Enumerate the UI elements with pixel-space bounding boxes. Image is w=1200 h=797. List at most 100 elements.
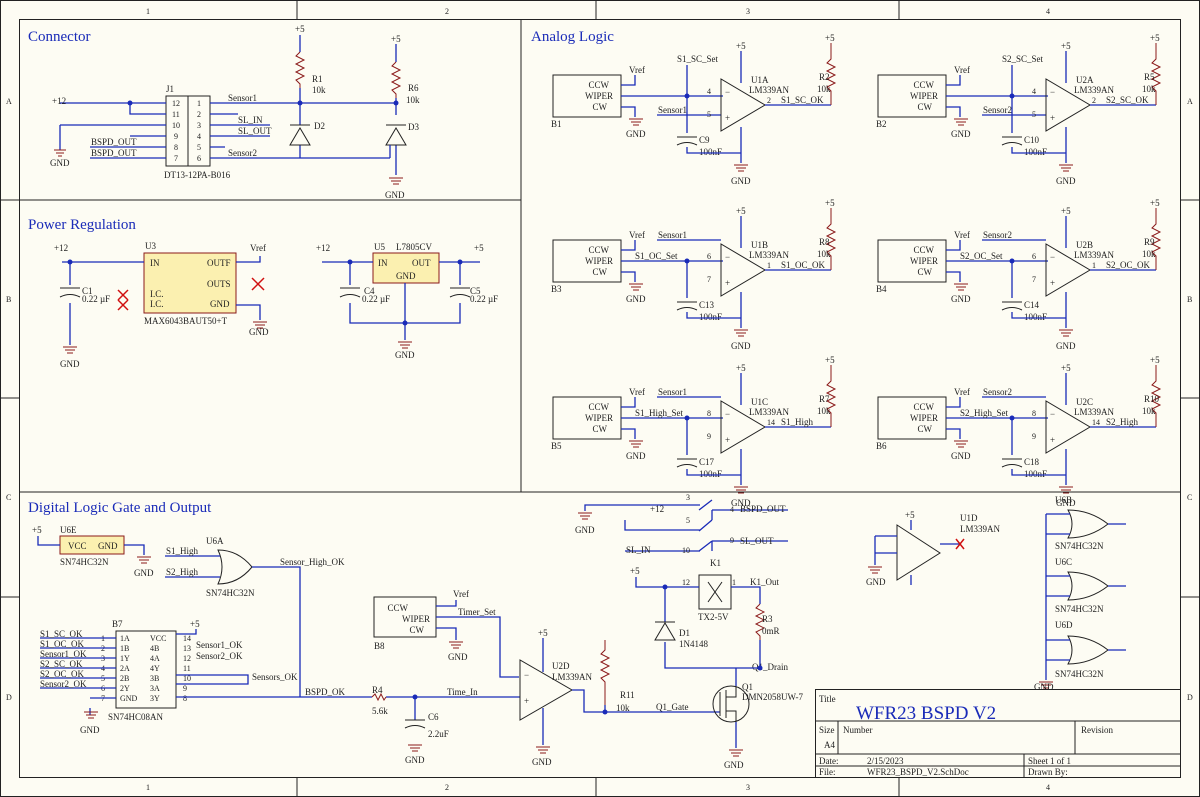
gnd-c6: GND <box>405 755 425 765</box>
comparator-u2b <box>1045 243 1091 297</box>
comp-ref: U2B <box>1076 240 1093 250</box>
nc-mark-outs <box>251 277 265 291</box>
section-title-digital: Digital Logic Gate and Output <box>28 500 212 516</box>
u6b-part: SN74HC32N <box>1055 541 1104 551</box>
u7-pin-2a: 2A <box>120 664 130 673</box>
section-dividers <box>20 20 1180 493</box>
comp-part: LM339AN <box>749 85 789 95</box>
cap-ref: C18 <box>1024 457 1040 467</box>
comp-ref: U1A <box>751 75 769 85</box>
resistor-value: 10k <box>1142 406 1156 416</box>
drawn-by-label: Drawn By: <box>1028 767 1068 777</box>
row-label-a: A <box>6 97 12 106</box>
u2d-minus: − <box>524 670 529 680</box>
net-s2-sc-ok: S2_SC_OK <box>1106 95 1149 105</box>
u7-pin-num-right: 9 <box>183 684 187 693</box>
r6-value: 10k <box>406 95 420 105</box>
comp-ref: U2A <box>1076 75 1094 85</box>
comp-pin-noninv: 9 <box>1032 432 1036 441</box>
relay-pin-9: 9 <box>730 536 734 545</box>
gnd-u7: GND <box>80 725 100 735</box>
comp-v5: +5 <box>736 363 746 373</box>
comp-ref: U1B <box>751 240 768 250</box>
pot-wiper: WIPER <box>910 413 938 423</box>
net-s1-sc-set: S1_SC_Set <box>677 54 719 64</box>
u2d-part: LM339AN <box>552 672 592 682</box>
pot-b5 <box>552 396 622 440</box>
u7-net-in: S1_SC_OK <box>40 629 83 639</box>
net-bspd-out-2: BSPD_OUT <box>91 148 137 158</box>
u6c-or-gate: U6C SN74HC32N <box>1046 557 1126 614</box>
u3-pin-gnd: GND <box>210 299 230 309</box>
pot-b6 <box>877 396 947 440</box>
u7-pin-4y: 4Y <box>150 664 160 673</box>
col-label-2: 2 <box>445 7 449 16</box>
u7-pin-3y: 3Y <box>150 694 160 703</box>
section-title-connector: Connector <box>28 29 90 45</box>
gnd-label: GND <box>50 158 70 168</box>
row-label-d-right: D <box>1187 693 1193 702</box>
d3-diode <box>385 124 407 146</box>
c5-value: 0.22 µF <box>470 294 498 304</box>
u5-ref: U5 <box>374 242 385 252</box>
net-s1-high: S1_High <box>781 417 814 427</box>
net-bspd-out-1: BSPD_OUT <box>91 137 137 147</box>
comp-part: LM339AN <box>1074 85 1114 95</box>
d2-ref: D2 <box>314 121 325 131</box>
pot-gnd: GND <box>951 451 971 461</box>
resistor-ref: R5 <box>1144 72 1155 82</box>
gnd-relay: GND <box>575 525 595 535</box>
net-sensor2: Sensor2 <box>983 387 1012 397</box>
resistor-v5: +5 <box>1150 33 1160 43</box>
resistor-ref: R2 <box>819 72 830 82</box>
comp-ref: U1C <box>751 397 768 407</box>
c4-cap <box>339 287 361 298</box>
k1-part: TX2-5V <box>698 612 729 622</box>
pot-wiper: WIPER <box>585 256 613 266</box>
u7-net-in: Sensor2_OK <box>40 679 87 689</box>
file-label: File: <box>819 767 836 777</box>
u7-pin-1y: 1Y <box>120 654 130 663</box>
resistor-r7 <box>825 365 837 427</box>
row-label-a-right: A <box>1187 97 1193 106</box>
j1-pin-5: 5 <box>197 143 201 152</box>
comp-v5: +5 <box>1061 206 1071 216</box>
net-sensor1: Sensor1 <box>228 93 257 103</box>
u7-pin-num-right: 11 <box>183 664 191 673</box>
u7-pin-vcc: VCC <box>150 634 166 643</box>
vref-label: Vref <box>250 243 266 253</box>
pot-gnd: GND <box>626 451 646 461</box>
pot-ccw: CCW <box>913 402 934 412</box>
u6b-or-gate: U6B SN74HC32N <box>1046 495 1126 551</box>
size-value: A4 <box>824 740 835 750</box>
comp-v5: +5 <box>1061 363 1071 373</box>
net-k1-out: K1_Out <box>750 577 779 587</box>
pot-vref: Vref <box>954 230 970 240</box>
analog-section: CCWWIPERCWB1VrefGNDS1_SC_SetSensor1−+U1A… <box>551 33 1162 508</box>
analog-block-u2c: CCWWIPERCWB6VrefGNDS2_High_SetSensor2−+U… <box>876 355 1162 508</box>
u2d-v5: +5 <box>538 628 548 638</box>
b8-ref: B8 <box>374 641 385 651</box>
pot-cw: CW <box>593 267 608 277</box>
net-sensors-ok: Sensors_OK <box>252 672 298 682</box>
comp-gnd: GND <box>1056 341 1076 351</box>
row-label-c: C <box>6 493 11 502</box>
pot-b4 <box>877 239 947 283</box>
u7-pin-num-right: 12 <box>183 654 191 663</box>
comp-gnd: GND <box>1056 176 1076 186</box>
c4-value: 0.22 µF <box>362 294 390 304</box>
u7-pin-1b: 1B <box>120 644 129 653</box>
b8-ccw: CCW <box>387 603 408 613</box>
pot-cw: CW <box>593 424 608 434</box>
resistor-v5: +5 <box>825 198 835 208</box>
comp-gnd: GND <box>731 341 751 351</box>
nc-mark-ic1 <box>117 289 129 301</box>
pot-gnd: GND <box>951 129 971 139</box>
comp-pin-inv: 4 <box>1032 87 1036 96</box>
pot-wiper: WIPER <box>585 413 613 423</box>
j1-pin-12: 12 <box>172 99 180 108</box>
net-sensor-high-ok: Sensor_High_OK <box>280 557 345 567</box>
cap-c14 <box>1001 301 1023 311</box>
comp-gnd: GND <box>731 498 751 508</box>
pot-ref: B1 <box>551 119 562 129</box>
